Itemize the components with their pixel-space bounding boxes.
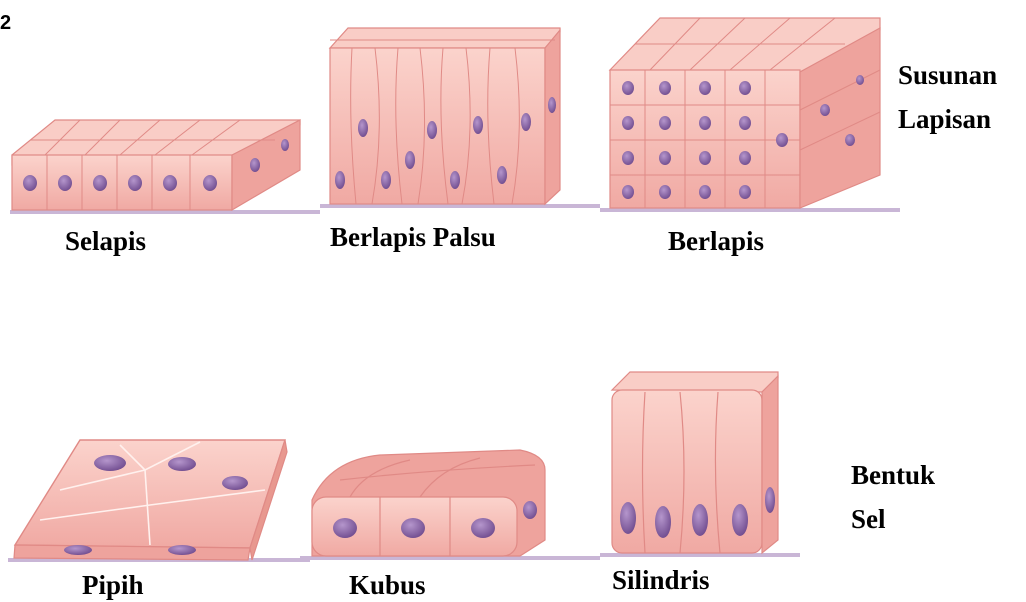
label-berlapis: Berlapis	[668, 226, 764, 257]
squamous-cells-illustration	[8, 440, 310, 560]
group-label-line2: Sel	[851, 497, 935, 541]
label-berlapis-palsu: Berlapis Palsu	[330, 222, 496, 253]
stratified-epithelium-illustration	[600, 18, 900, 210]
label-silindris: Silindris	[612, 565, 710, 596]
label-pipih: Pipih	[82, 570, 144, 601]
group-label-line1: Susunan	[898, 53, 997, 97]
pseudostratified-epithelium-illustration	[320, 28, 600, 206]
cuboidal-cells-illustration	[300, 450, 600, 558]
simple-epithelium-illustration	[10, 120, 320, 212]
group-label-line2: Lapisan	[898, 97, 997, 141]
group-label-line1: Bentuk	[851, 453, 935, 497]
columnar-cells-illustration	[600, 372, 800, 555]
group-label-susunan-lapisan: Susunan Lapisan	[898, 53, 997, 141]
label-selapis: Selapis	[65, 226, 146, 257]
group-label-bentuk-sel: Bentuk Sel	[851, 453, 935, 541]
label-kubus: Kubus	[349, 570, 426, 601]
